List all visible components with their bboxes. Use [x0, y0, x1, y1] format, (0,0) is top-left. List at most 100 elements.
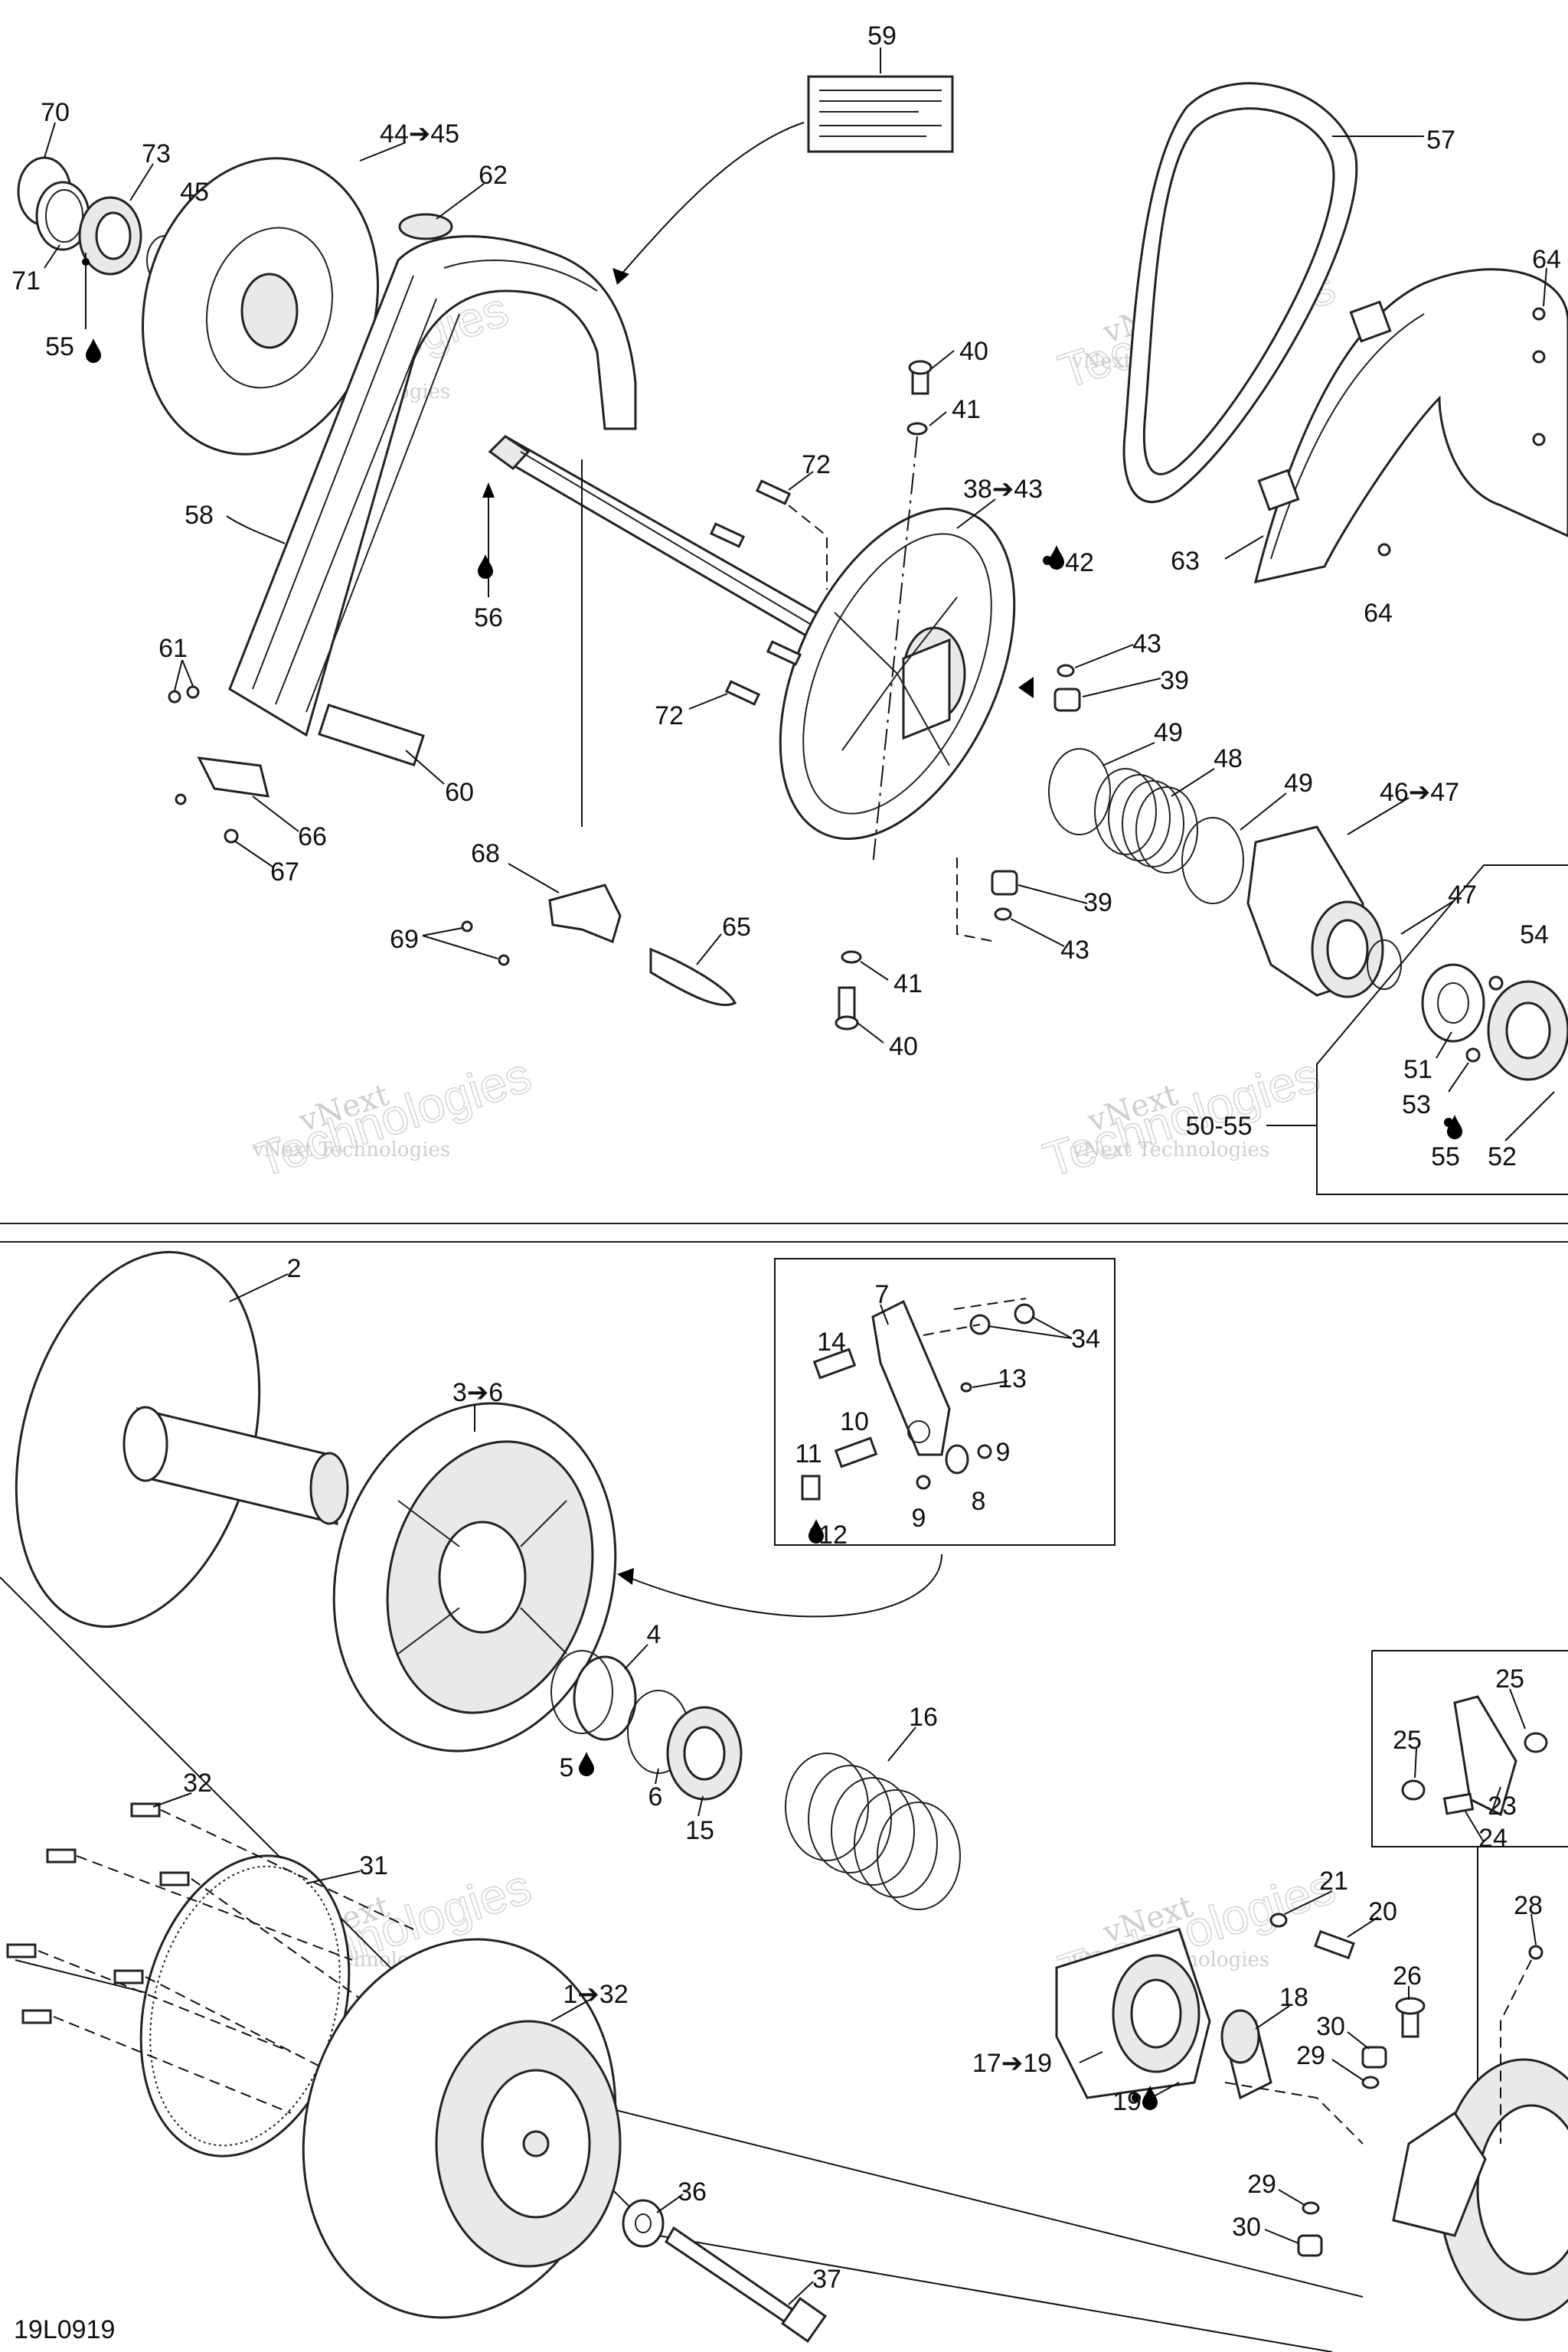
callout-39a: 39: [1160, 666, 1189, 695]
part-61-screw: [186, 685, 200, 699]
leader-34: [987, 1316, 1073, 1339]
leader-43: [1074, 644, 1134, 668]
callout-37: 37: [812, 2265, 841, 2294]
leader-72a: [788, 471, 814, 491]
callout-64a: 64: [1532, 245, 1561, 274]
part-41-washer: [841, 950, 862, 964]
callout-67: 67: [270, 858, 299, 887]
leader-38: [956, 498, 996, 529]
callout-18: 18: [1279, 1983, 1308, 2012]
leader-49b: [1240, 792, 1287, 831]
callout-28: 28: [1514, 1891, 1543, 1920]
leader-30a: [1347, 2031, 1370, 2050]
leader-70: [44, 122, 56, 158]
callout-3-6: 3➔6: [452, 1378, 503, 1407]
leader-39: [1082, 678, 1161, 697]
arrow-head: [612, 268, 629, 285]
callout-71: 71: [11, 266, 41, 296]
callout-63: 63: [1171, 547, 1200, 576]
watermark-text: vNext Technologies: [1071, 1138, 1269, 1161]
leader-41: [929, 411, 947, 426]
callout-58: 58: [185, 501, 214, 530]
part-9-washer: [916, 1475, 931, 1490]
callout-9b: 9: [912, 1504, 926, 1533]
callout-72b: 72: [655, 701, 684, 730]
part-2-fixed-sheave: [15, 1250, 349, 1628]
callout-56: 56: [474, 603, 503, 632]
part-68-bracket: [548, 884, 622, 944]
part-69-screw: [461, 920, 473, 933]
callout-50-55: 50-55: [1186, 1112, 1253, 1141]
axis-line: [788, 505, 828, 590]
callout-14: 14: [817, 1328, 846, 1357]
axis-line: [956, 858, 996, 942]
arrow-head: [1018, 677, 1034, 698]
callout-7: 7: [875, 1280, 890, 1309]
part-39-roller: [1054, 688, 1081, 712]
part-43-washer: [994, 907, 1012, 921]
part-16-spring: [785, 1753, 961, 1910]
callout-36: 36: [678, 2177, 707, 2207]
part-9-washer: [977, 1444, 992, 1459]
leader-7: [880, 1304, 889, 1325]
callout-24: 24: [1478, 1824, 1508, 1853]
callout-55a: 55: [45, 332, 74, 361]
part-72-screw: [766, 640, 802, 666]
part-38-driven-pulley: [779, 507, 1016, 841]
part-67-nut: [224, 828, 239, 844]
leader-60: [405, 750, 445, 785]
callout-45: 45: [180, 178, 209, 207]
callout-64b: 64: [1364, 599, 1393, 628]
leader-48: [1171, 768, 1215, 797]
leader-15: [697, 1795, 704, 1817]
callout-57: 57: [1426, 126, 1455, 155]
leader-58: [226, 515, 286, 544]
callout-47: 47: [1448, 880, 1477, 910]
part-58-belt-guard-bracket: [228, 235, 637, 766]
leader-73: [129, 163, 154, 201]
callout-72a: 72: [802, 450, 831, 479]
part-40-bolt-bottom: [835, 986, 859, 1031]
part-41-washer: [906, 422, 928, 436]
callout-34: 34: [1071, 1325, 1100, 1354]
callout-65: 65: [722, 913, 751, 942]
callout-66: 66: [298, 822, 327, 851]
part-64-nut: [1532, 433, 1546, 446]
callout-29b: 29: [1247, 2170, 1276, 2199]
leader-63: [1224, 535, 1264, 560]
callout-5: 5: [560, 1753, 574, 1782]
callout-59: 59: [867, 21, 897, 51]
part-36-washer: [622, 2199, 665, 2248]
leader-40: [930, 350, 955, 370]
leader-32: [152, 1792, 192, 1808]
callout-25b: 25: [1393, 1726, 1422, 1755]
callout-40b: 40: [889, 1032, 918, 1061]
leader-61: [174, 659, 194, 691]
leader-28: [1530, 1913, 1537, 1945]
inset-arm-box: [774, 1258, 1116, 1546]
callout-49b: 49: [1284, 769, 1313, 798]
leader-31: [305, 1870, 361, 1884]
part-28-screw: [1528, 1945, 1544, 1960]
callout-31: 31: [359, 1851, 388, 1880]
leader-37: [788, 2281, 814, 2305]
leader-arm-box: [627, 1553, 942, 1618]
callout-61: 61: [158, 634, 188, 663]
leader-18: [1255, 2005, 1290, 2030]
part-34-bolt: [1014, 1303, 1035, 1325]
part-13-screw: [960, 1382, 972, 1393]
part-64-nut: [1532, 307, 1546, 321]
leader-52: [1504, 1091, 1555, 1142]
group-50-55-box: [1316, 864, 1568, 1195]
leader-59-arrow: [619, 122, 805, 276]
callout-69: 69: [390, 925, 419, 954]
leader-43b: [1010, 918, 1065, 947]
part-21-washer: [1269, 1913, 1288, 1928]
axis-line: [923, 1298, 1027, 1336]
part-30-roller: [1297, 2234, 1323, 2257]
leader-20: [1347, 1916, 1379, 1938]
part-29-washer: [1361, 2076, 1380, 2089]
